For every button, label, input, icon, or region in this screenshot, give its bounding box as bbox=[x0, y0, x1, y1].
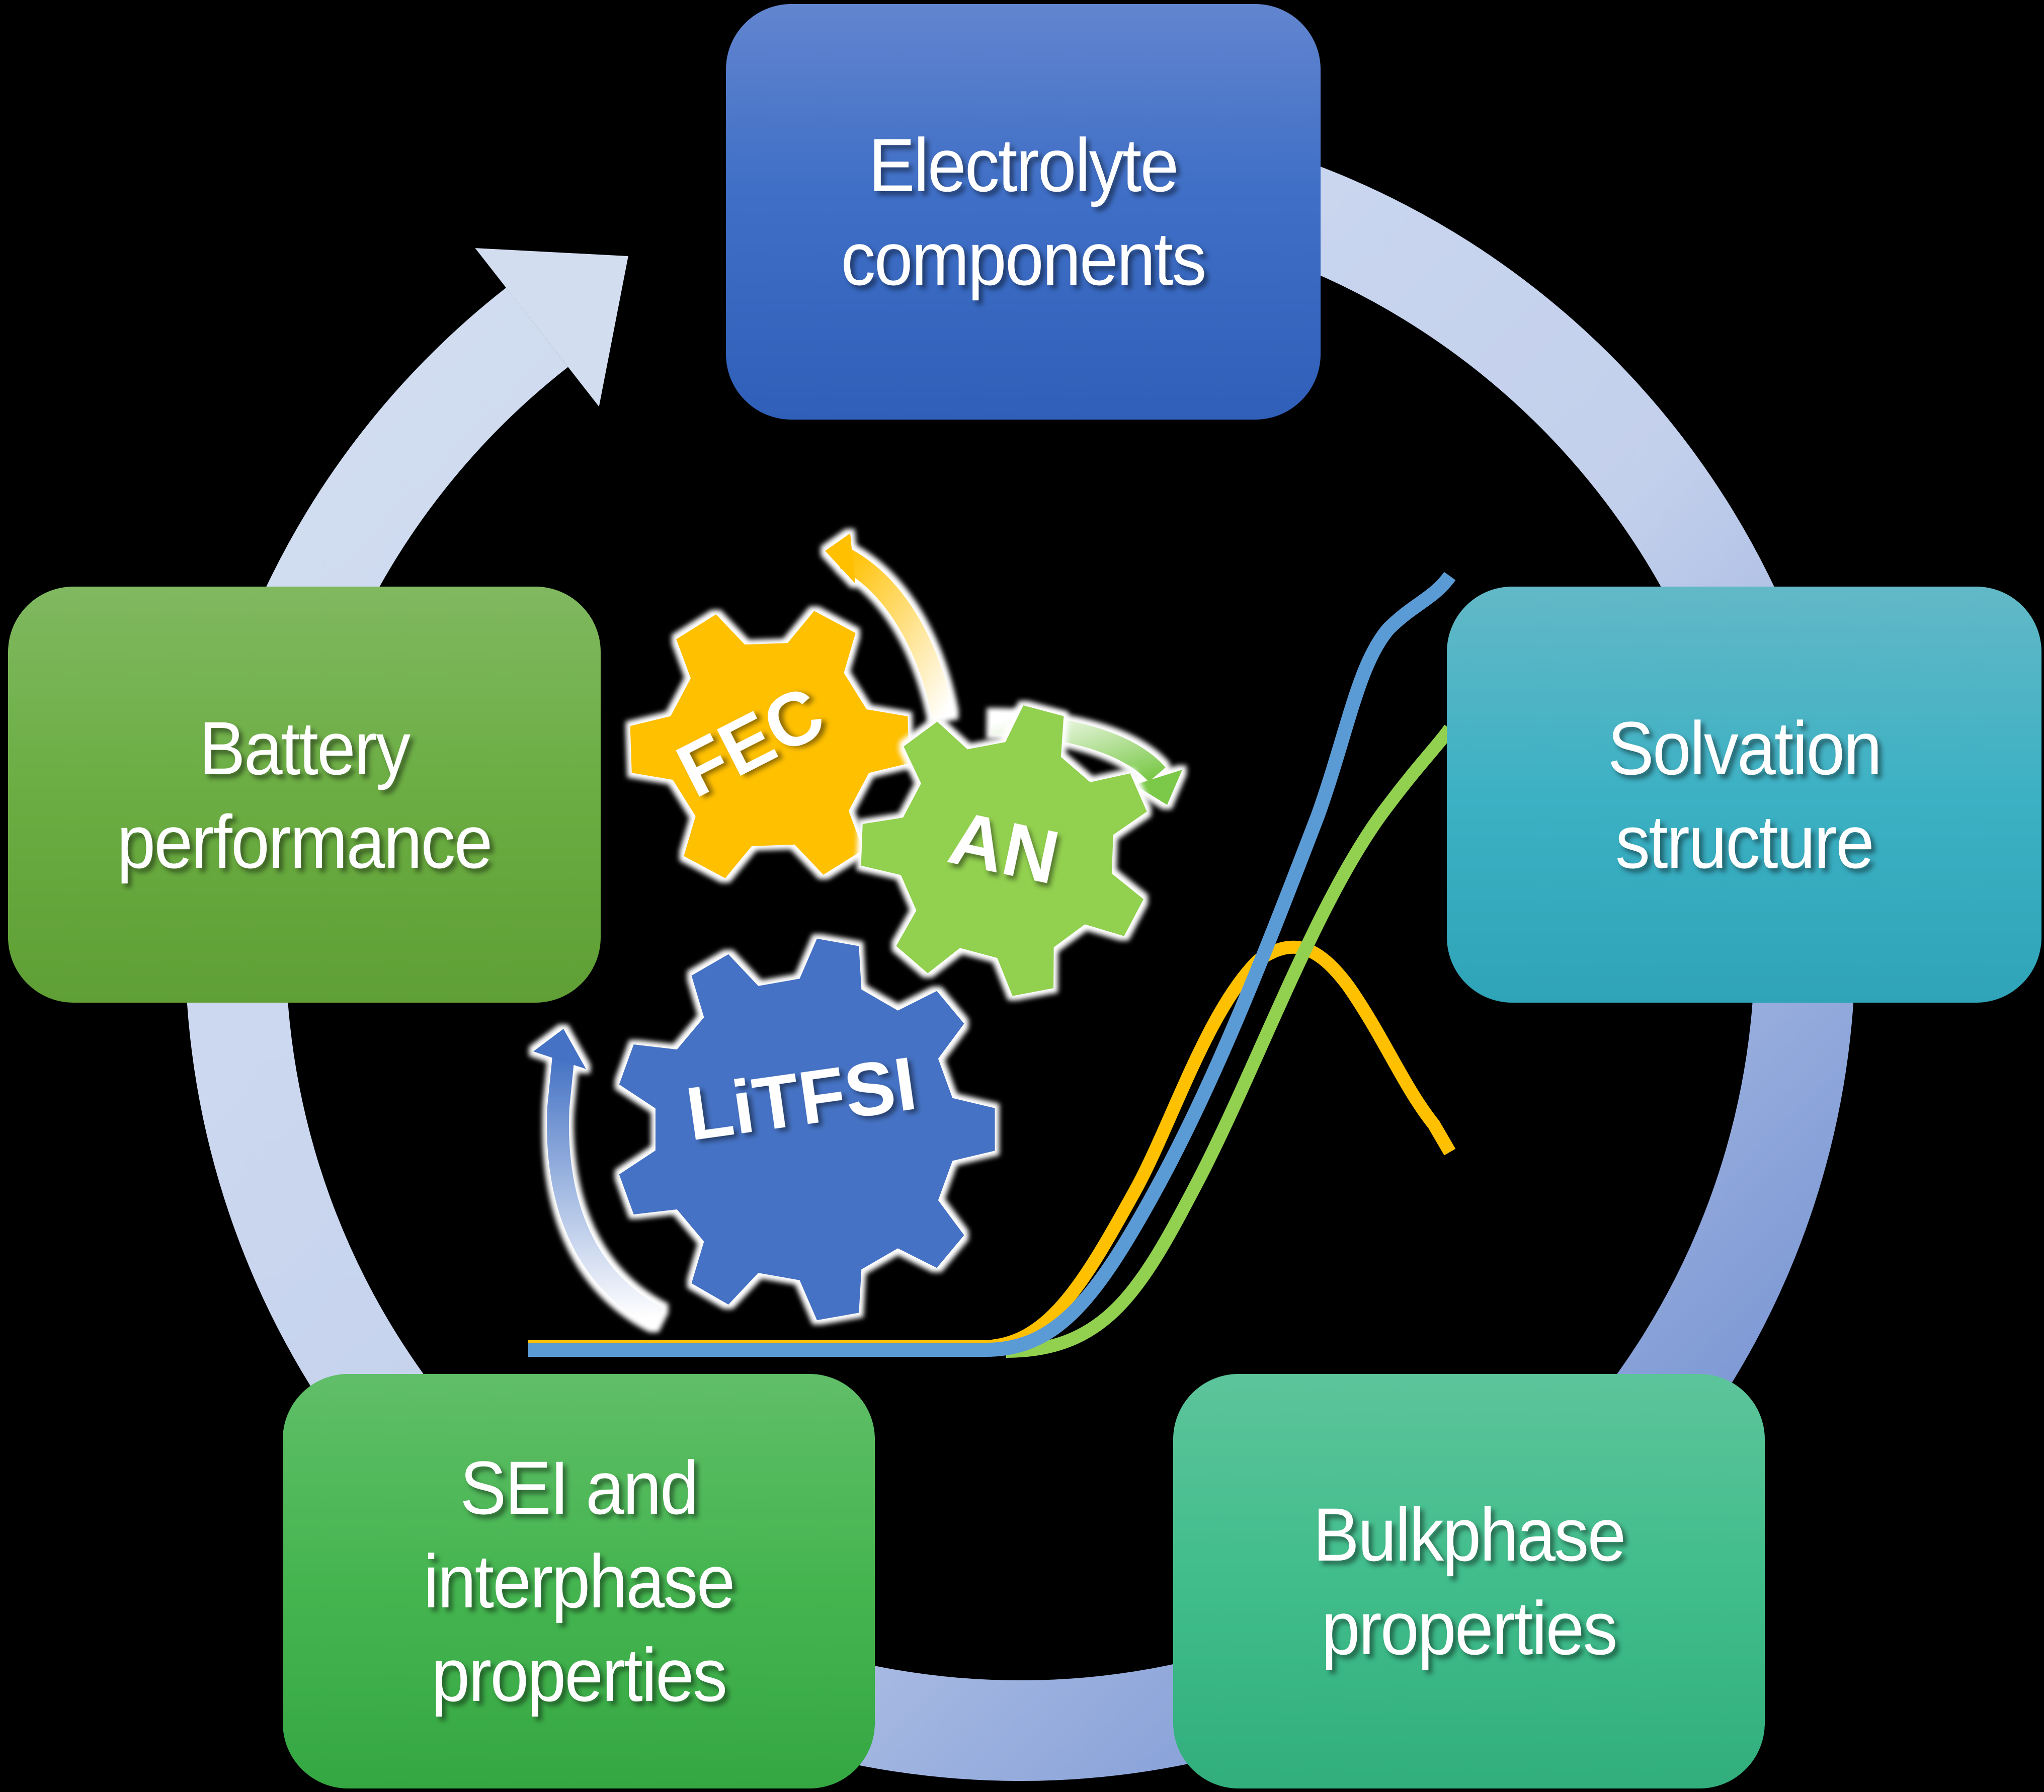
solvation-structure-box: Solvation structure bbox=[1447, 587, 2041, 1003]
blue-arrow-head-icon bbox=[533, 1029, 586, 1069]
green-arrow-head-icon bbox=[1134, 770, 1182, 805]
box-label: Bulkphase properties bbox=[1313, 1492, 1626, 1670]
litfsi-gear-icon bbox=[619, 938, 995, 1321]
electrolyte-components-box: Electrolyte components bbox=[726, 4, 1321, 420]
bulkphase-properties-box: Bulkphase properties bbox=[1173, 1374, 1765, 1788]
orange-rotation-arrow-icon bbox=[840, 548, 954, 719]
cycle-arrow-head-icon bbox=[475, 248, 628, 407]
orange-arrow-head-icon bbox=[825, 533, 855, 584]
box-label: Electrolyte components bbox=[841, 123, 1207, 301]
curve-orange-peak bbox=[528, 940, 1456, 1353]
box-label: Solvation structure bbox=[1607, 705, 1883, 884]
box-label: Battery performance bbox=[117, 705, 493, 884]
sei-interphase-properties-box: SEI and interphase properties bbox=[283, 1374, 875, 1788]
an-gear-icon bbox=[861, 705, 1147, 996]
battery-performance-box: Battery performance bbox=[8, 587, 601, 1003]
property-curves bbox=[528, 572, 1456, 1358]
box-label: SEI and interphase properties bbox=[424, 1445, 735, 1717]
curve-green-sigmoid bbox=[1006, 724, 1455, 1358]
curve-blue-sigmoid bbox=[528, 572, 1456, 1357]
blue-rotation-arrow-icon bbox=[547, 1055, 664, 1328]
fec-gear-icon bbox=[630, 611, 910, 878]
